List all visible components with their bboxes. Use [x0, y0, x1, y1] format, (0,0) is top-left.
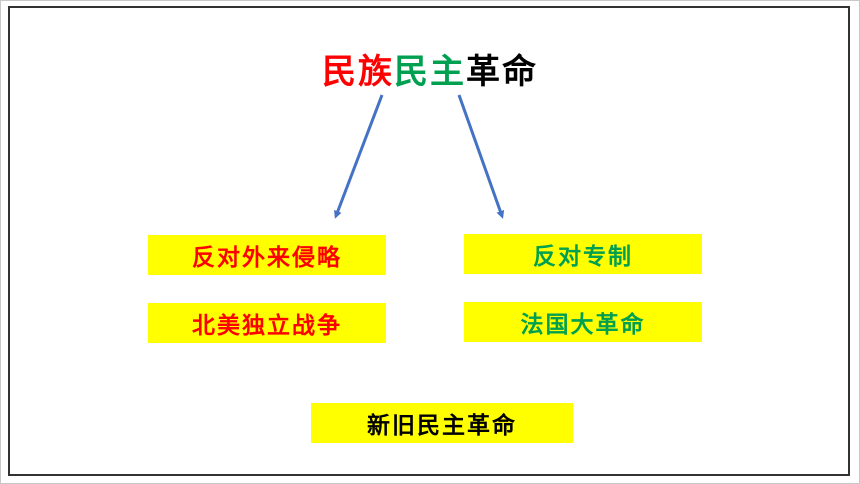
box-american-independence-label: 北美独立战争: [192, 312, 342, 339]
box-oppose-foreign-aggression: 反对外来侵略: [148, 235, 386, 275]
slide-inner-frame: [8, 6, 850, 476]
title-part-revolution: 革命: [466, 52, 538, 92]
box-french-revolution-label: 法国大革命: [520, 311, 646, 338]
title-part-nation: 民族: [322, 52, 394, 92]
title-part-democracy: 民主: [394, 52, 466, 92]
box-oppose-autocracy-label: 反对专制: [533, 243, 633, 270]
box-french-revolution: 法国大革命: [464, 302, 702, 342]
box-american-independence: 北美独立战争: [148, 303, 386, 343]
box-oppose-foreign-aggression-label: 反对外来侵略: [192, 244, 342, 271]
box-new-old-democratic-revolution: 新旧民主革命: [311, 403, 573, 443]
box-oppose-autocracy: 反对专制: [464, 234, 702, 274]
box-new-old-democratic-revolution-label: 新旧民主革命: [367, 412, 517, 439]
diagram-title: 民族民主革命: [0, 50, 860, 94]
